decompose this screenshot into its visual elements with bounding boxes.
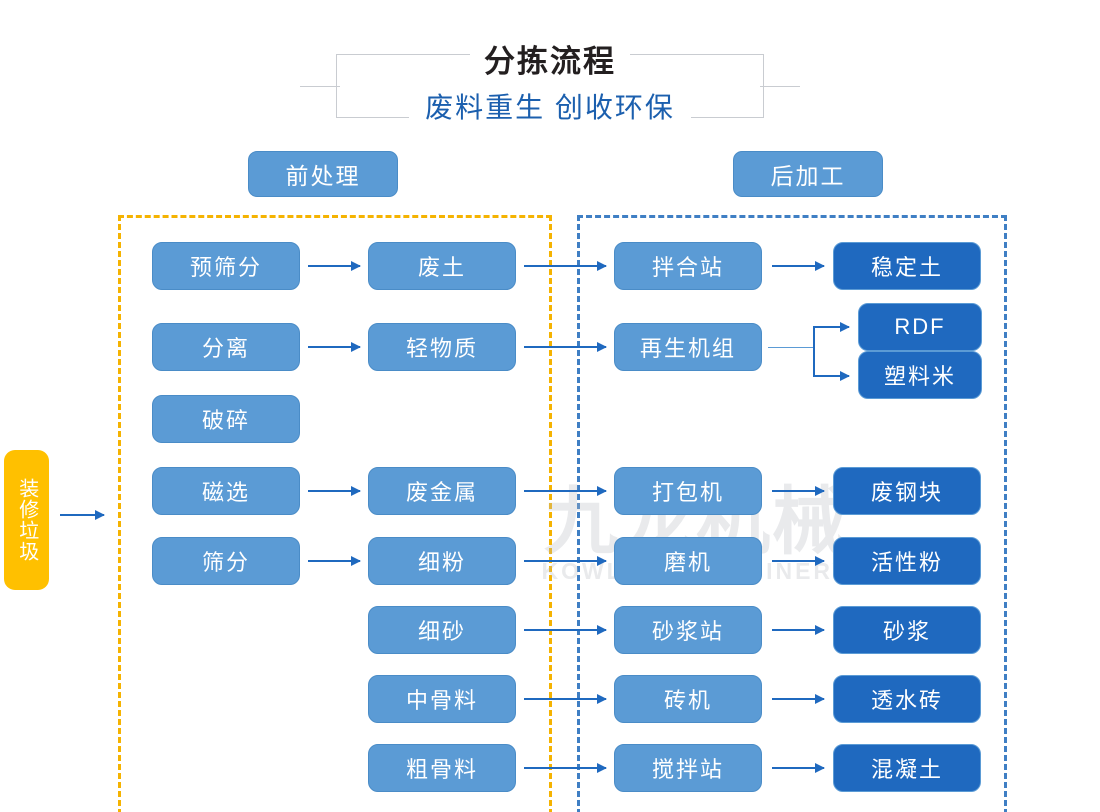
node-product-0: 稳定土 (833, 242, 981, 290)
node-product-5: 砂浆 (833, 606, 981, 654)
group-boundary-preprocess (118, 215, 552, 812)
node-equipment-4: 砂浆站 (614, 606, 762, 654)
node-equipment-1: 再生机组 (614, 323, 762, 371)
title-rule-right (760, 86, 800, 87)
node-material-6: 粗骨料 (368, 744, 516, 792)
arrow-recycling-unit-to-rdf (813, 322, 850, 332)
node-product-4: 活性粉 (833, 537, 981, 585)
node-equipment-2: 打包机 (614, 467, 762, 515)
arrow-equipment2-to-product3 (772, 486, 825, 496)
arrow-preprocess4-to-material3 (308, 556, 361, 566)
node-material-1: 轻物质 (368, 323, 516, 371)
section-header-preprocess: 前处理 (248, 151, 398, 197)
arrow-equipment4-to-product5 (772, 625, 825, 635)
node-equipment-5: 砖机 (614, 675, 762, 723)
input-node-construction-waste: 装修垃圾 (4, 450, 49, 590)
node-material-0: 废土 (368, 242, 516, 290)
node-material-4: 细砂 (368, 606, 516, 654)
arrow-equipment6-to-product7 (772, 763, 825, 773)
node-product-1: RDF (858, 303, 982, 351)
arrow-preprocess0-to-material0 (308, 261, 361, 271)
node-material-3: 细粉 (368, 537, 516, 585)
node-product-7: 混凝土 (833, 744, 981, 792)
branch-riser-recycling-unit (813, 327, 815, 377)
arrow-material0-to-equipment0 (524, 261, 607, 271)
arrow-material3-to-equipment3 (524, 556, 607, 566)
arrow-material1-to-equipment1 (524, 342, 607, 352)
node-preprocess-3: 磁选 (152, 467, 300, 515)
node-product-3: 废钢块 (833, 467, 981, 515)
node-equipment-3: 磨机 (614, 537, 762, 585)
title-rule-left (300, 86, 340, 87)
page-title-text: 分拣流程 (470, 44, 630, 79)
node-equipment-0: 拌合站 (614, 242, 762, 290)
section-header-postprocess: 后加工 (733, 151, 883, 197)
arrow-material6-to-equipment6 (524, 763, 607, 773)
arrow-feed-to-preprocess (60, 510, 105, 520)
node-product-6: 透水砖 (833, 675, 981, 723)
input-node-label: 装修垃圾 (15, 478, 38, 562)
page-subtitle-text: 废料重生 创收环保 (409, 92, 691, 123)
node-preprocess-0: 预筛分 (152, 242, 300, 290)
arrow-equipment3-to-product4 (772, 556, 825, 566)
node-material-5: 中骨料 (368, 675, 516, 723)
arrow-material2-to-equipment2 (524, 486, 607, 496)
branch-stem-recycling-unit (768, 347, 814, 348)
node-preprocess-2: 破碎 (152, 395, 300, 443)
arrow-material5-to-equipment5 (524, 694, 607, 704)
node-equipment-6: 搅拌站 (614, 744, 762, 792)
page-title: 分拣流程 (0, 36, 1100, 81)
group-boundary-postprocess (577, 215, 1007, 812)
node-preprocess-4: 筛分 (152, 537, 300, 585)
node-product-2: 塑料米 (858, 351, 982, 399)
arrow-equipment0-to-product0 (772, 261, 825, 271)
node-preprocess-1: 分离 (152, 323, 300, 371)
node-material-2: 废金属 (368, 467, 516, 515)
arrow-material4-to-equipment4 (524, 625, 607, 635)
page-subtitle: 废料重生 创收环保 (0, 86, 1100, 126)
arrow-preprocess3-to-material2 (308, 486, 361, 496)
arrow-recycling-unit-to-plastic-pellet (813, 371, 850, 381)
arrow-preprocess1-to-material1 (308, 342, 361, 352)
arrow-equipment5-to-product6 (772, 694, 825, 704)
